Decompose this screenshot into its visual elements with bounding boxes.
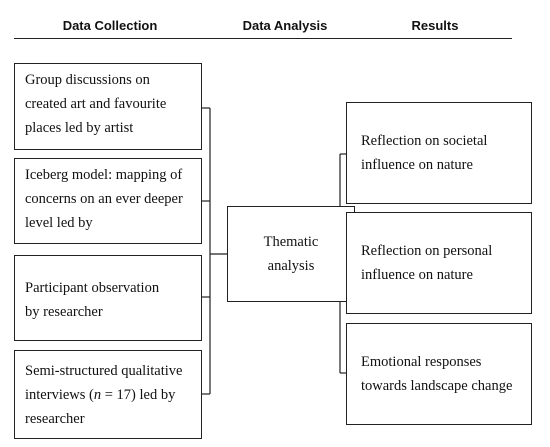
analysis-text-thematic: Thematic analysis: [263, 234, 319, 274]
result-box-personal: Reflection on personal influence on natu…: [346, 212, 532, 314]
collection-text-participant-observation: Participant observation by researcher: [25, 280, 160, 320]
header-rule: [14, 38, 512, 39]
analysis-box-thematic: Thematic analysis: [227, 206, 355, 302]
result-box-emotional: Emotional responses towards landscape ch…: [346, 323, 532, 425]
header-results: Results: [411, 18, 459, 33]
header-data-collection: Data Collection: [62, 18, 158, 33]
result-text-personal: Reflection on personal influence on natu…: [361, 243, 493, 283]
header-data-analysis: Data Analysis: [242, 18, 328, 33]
result-text-societal: Reflection on societal influence on natu…: [361, 133, 488, 173]
collection-box-group-discussions: Group discussions on created art and fav…: [14, 63, 202, 150]
collection-text-iceberg-model: Iceberg model: mapping of concerns on an…: [25, 167, 183, 231]
result-text-emotional: Emotional responses towards landscape ch…: [361, 354, 513, 394]
result-box-societal: Reflection on societal influence on natu…: [346, 102, 532, 204]
collection-box-iceberg-model: Iceberg model: mapping of concerns on an…: [14, 158, 202, 244]
collection-box-interviews: Semi-structured qualitative interviews (…: [14, 350, 202, 439]
collection-text-group-discussions: Group discussions on created art and fav…: [25, 72, 167, 136]
collection-text-interviews: Semi-structured qualitative interviews (…: [25, 363, 183, 427]
collection-box-participant-observation: Participant observation by researcher: [14, 255, 202, 341]
